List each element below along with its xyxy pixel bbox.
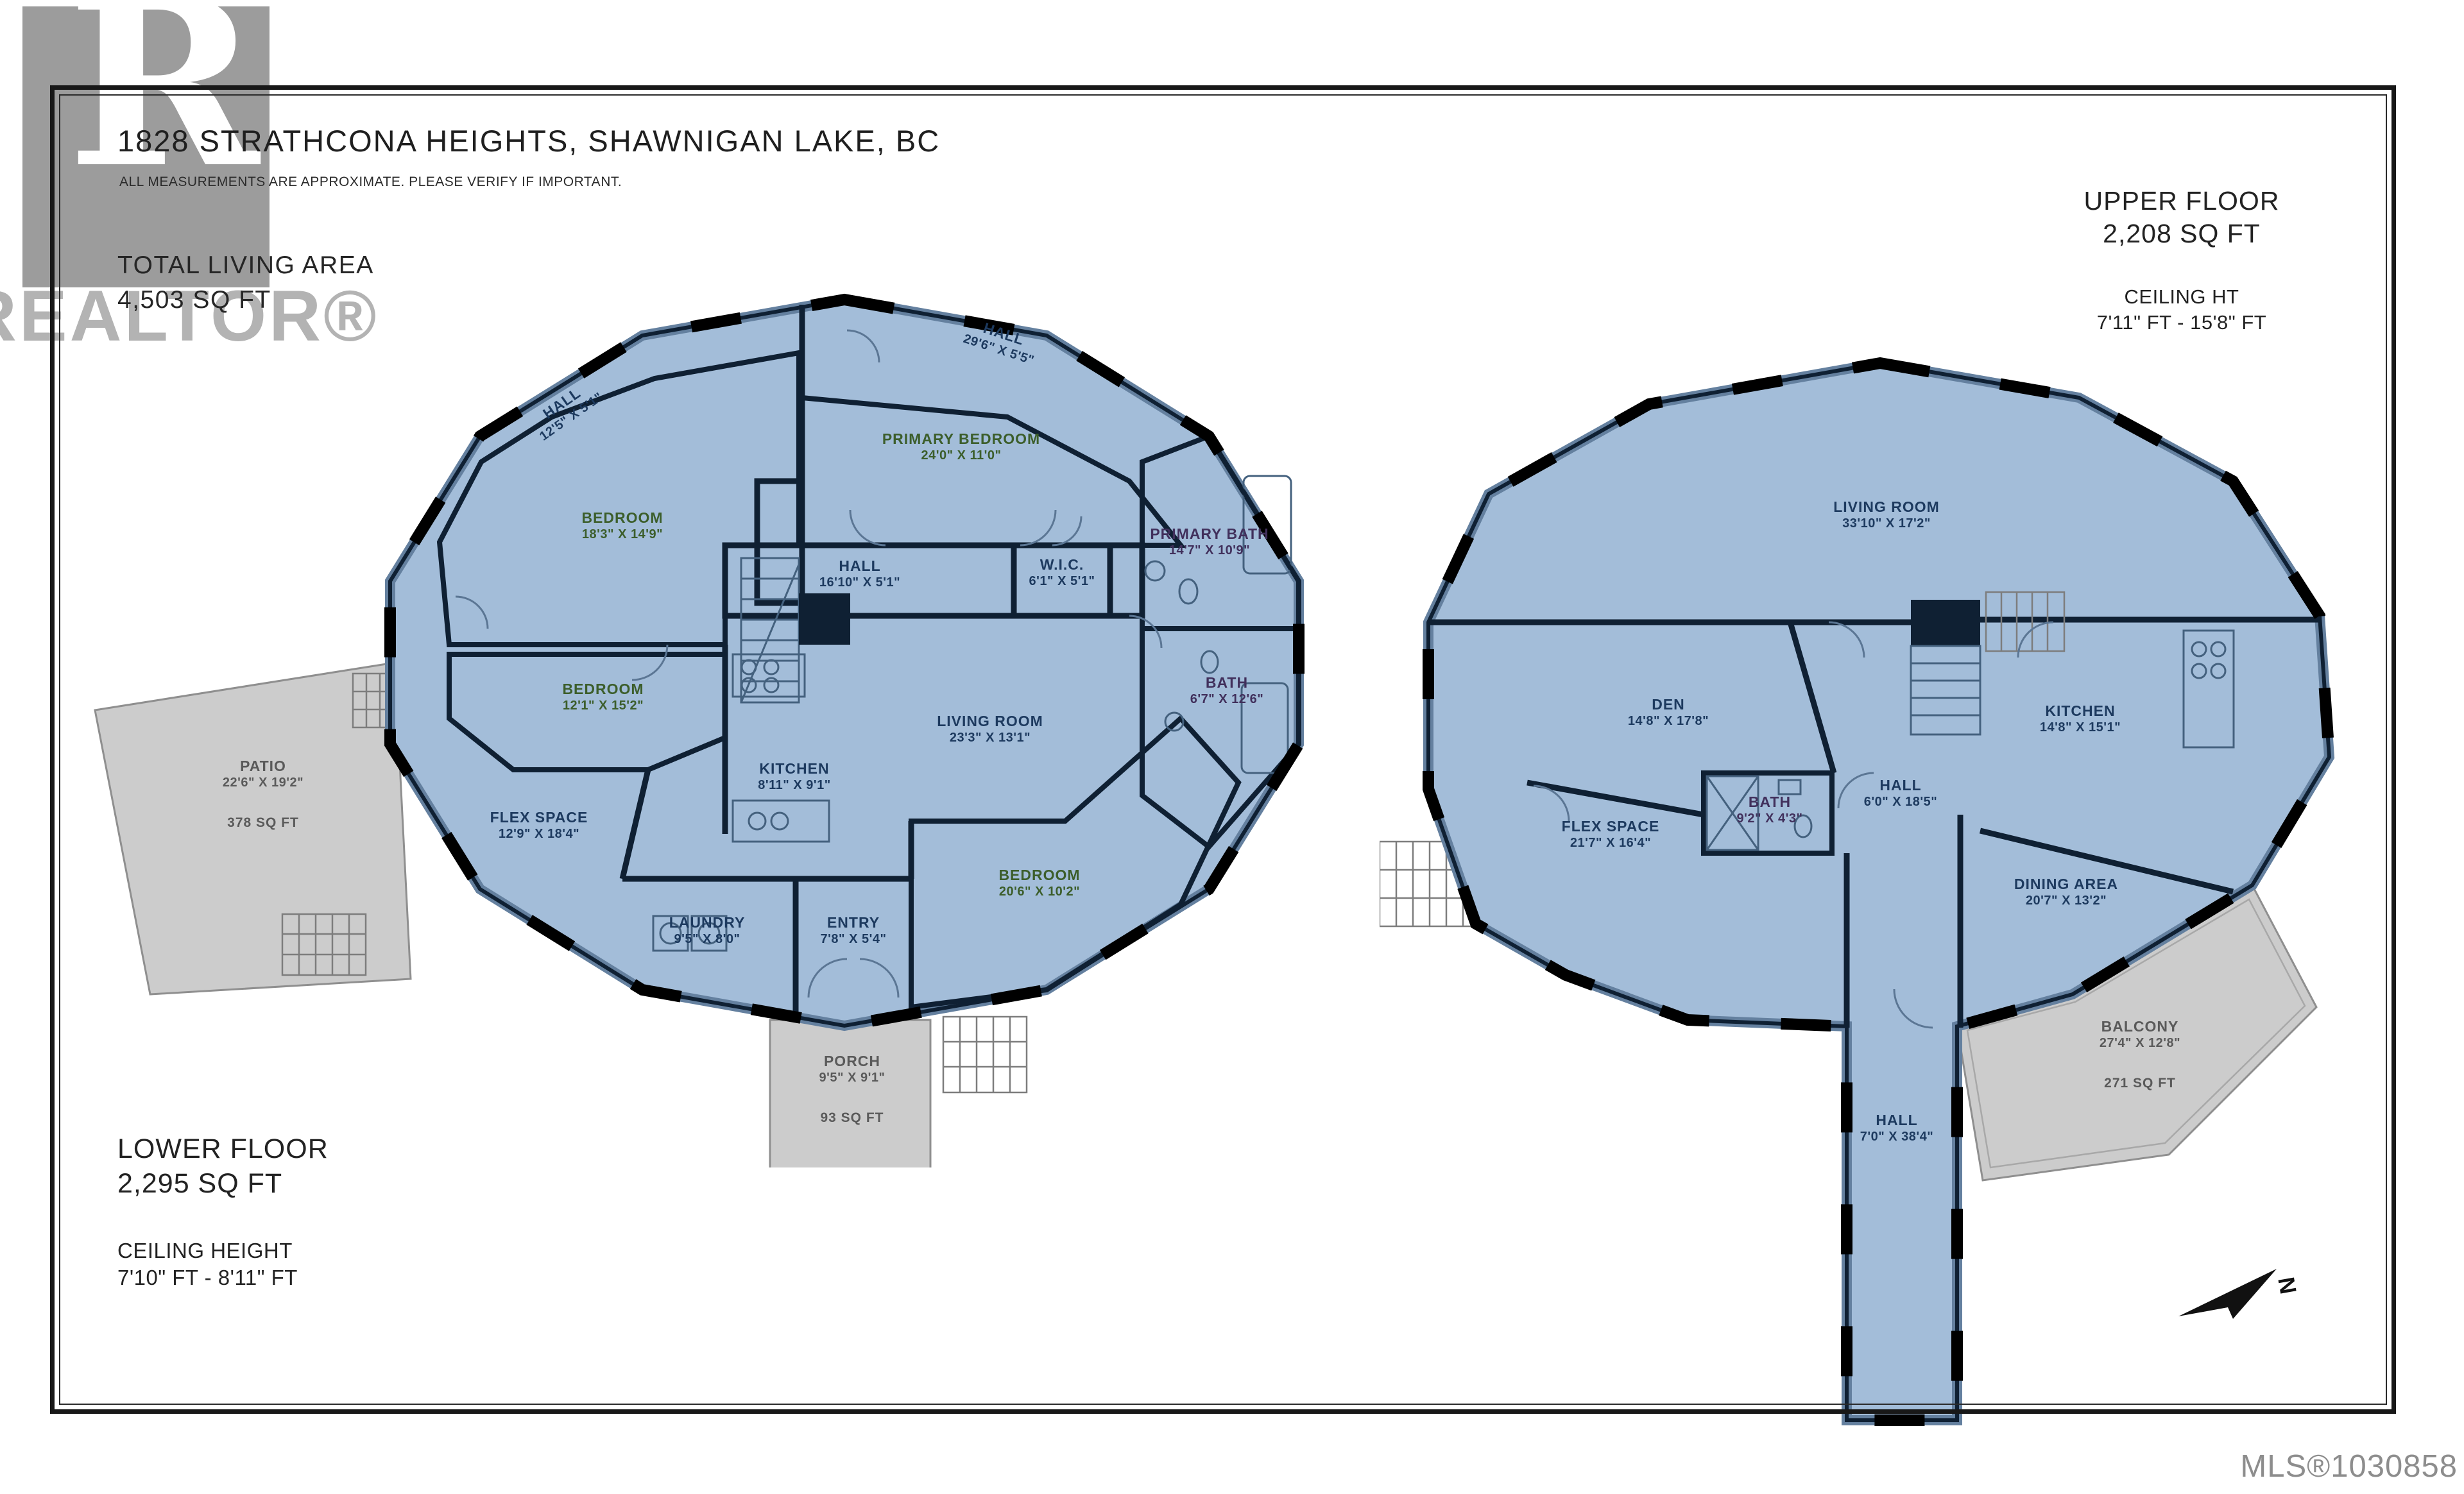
room-hall-center (722, 542, 1145, 619)
upper-ceiling-label: CEILING HT (2124, 285, 2239, 308)
upper-kitchen-fixtures-icon (2182, 629, 2235, 749)
upper-door-arcs (1533, 621, 2054, 1029)
upper-floor-info: UPPER FLOOR 2,208 SQ FT CEILING HT 7'11"… (2041, 185, 2323, 335)
realtor-logo-watermark: R (22, 0, 270, 287)
staircase-icon (740, 557, 850, 704)
kitchen-fixtures-icon (732, 653, 830, 843)
upper-interior-walls (1428, 616, 2320, 1028)
upper-staircase-icon (1910, 591, 2066, 736)
lower-floor-info: LOWER FLOOR 2,295 SQ FT CEILING HEIGHT 7… (117, 1132, 329, 1292)
total-living-area-label: TOTAL LIVING AREA (117, 251, 374, 279)
north-arrow-icon: N (2178, 1269, 2302, 1319)
disclaimer-text: ALL MEASUREMENTS ARE APPROXIMATE. PLEASE… (119, 174, 622, 189)
porch-area (769, 1019, 932, 1167)
lower-floor-title: LOWER FLOOR (117, 1133, 329, 1164)
porch-steps-icon (942, 1015, 1028, 1094)
bath-fixtures-icon (1144, 475, 1292, 774)
room-label: W.I.C.6'1" X 5'1" (1029, 556, 1095, 588)
page-title: 1828 STRATHCONA HEIGHTS, SHAWNIGAN LAKE,… (117, 124, 941, 158)
upper-bath-fixtures-icon (1706, 775, 1813, 851)
upper-floor-title: UPPER FLOOR (2083, 186, 2280, 216)
balcony-inner-line (1966, 898, 2306, 1169)
room-wic (1011, 542, 1113, 619)
total-living-area-value: 4,503 SQ FT (117, 286, 271, 314)
lower-floor-sqft: 2,295 SQ FT (117, 1167, 283, 1199)
patio-area (94, 661, 412, 996)
upper-ceiling-value: 7'11" FT - 15'8" FT (2096, 310, 2267, 334)
laundry-fixtures-icon (652, 915, 728, 952)
lower-ceiling-label: CEILING HEIGHT (117, 1238, 293, 1262)
realtor-r-icon: R (67, 0, 260, 219)
door-arcs (455, 329, 1163, 998)
room-bath (1140, 626, 1301, 851)
lower-ceiling-value: 7'10" FT - 8'11" FT (117, 1266, 298, 1290)
mls-number: MLS®1030858 (2240, 1449, 2458, 1484)
north-label: N (2273, 1275, 2302, 1296)
lower-outline (388, 297, 1301, 1028)
realtor-wordmark: REALTOR® (0, 276, 379, 356)
upper-floor-sqft: 2,208 SQ FT (2103, 219, 2261, 249)
upper-wall-pattern (1423, 357, 2336, 1426)
